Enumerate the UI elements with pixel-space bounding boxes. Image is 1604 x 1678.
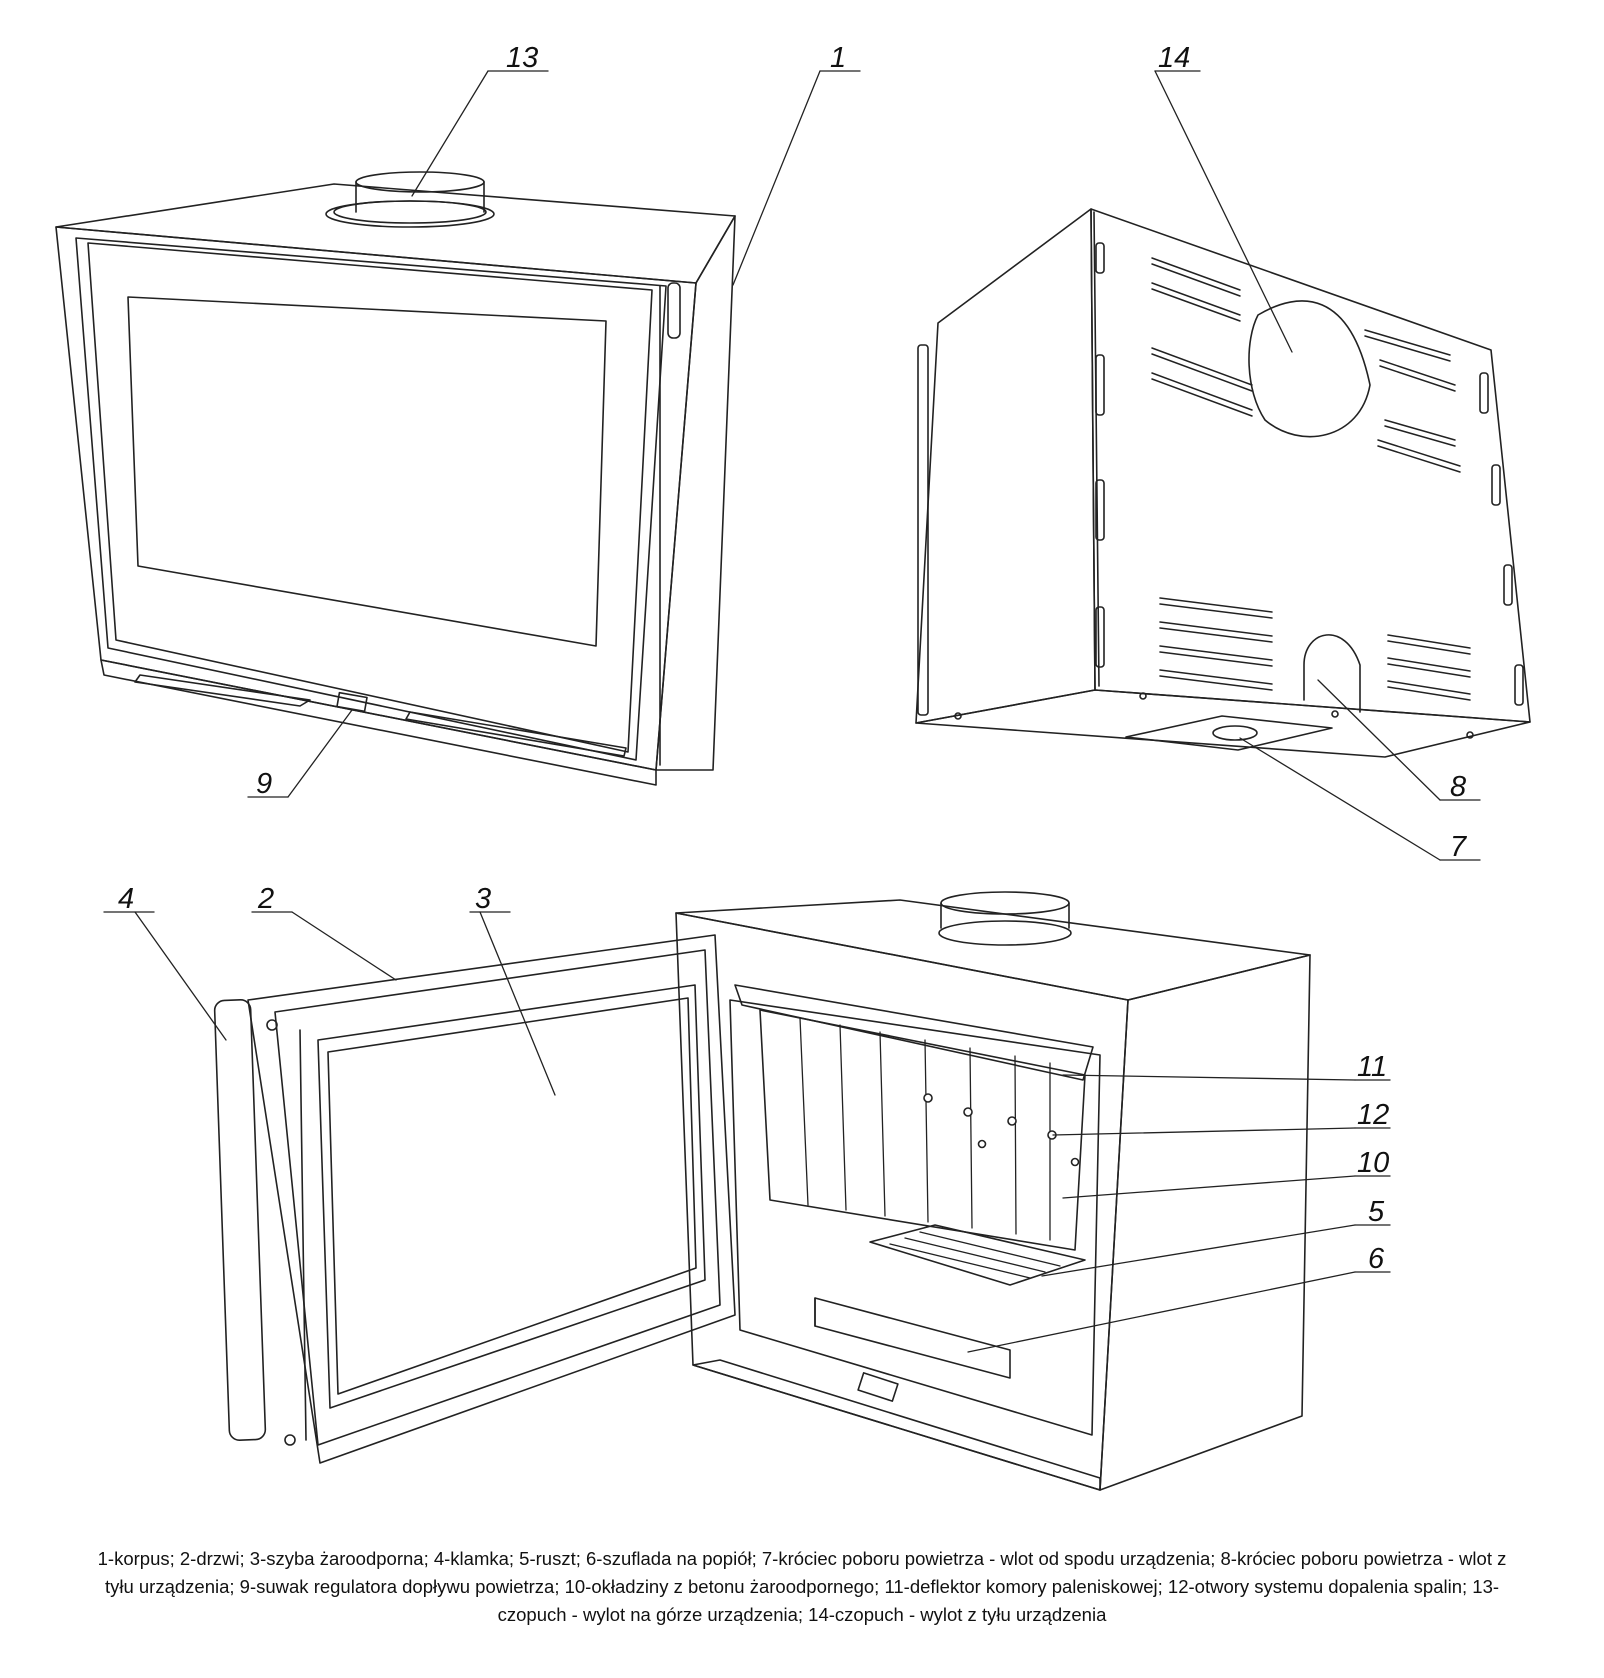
legend-line: tyłu urządzenia; 9-suwak regulatora dopł… bbox=[104, 1576, 1500, 1597]
callout-8: 8 bbox=[1450, 771, 1466, 803]
callout-numbers: 13 1 9 14 8 7 4 2 3 11 12 10 5 6 bbox=[118, 42, 1468, 1275]
callout-2: 2 bbox=[257, 883, 274, 915]
front-view-closed bbox=[55, 171, 736, 786]
rear-air-inlet bbox=[1303, 634, 1361, 713]
leader-lines bbox=[103, 70, 1481, 1353]
glass-panel-front bbox=[127, 296, 607, 647]
fireplace-insert-drawing: 13 1 9 14 8 7 4 2 3 11 12 10 5 6 bbox=[55, 42, 1531, 1491]
rear-flue-opening bbox=[1248, 300, 1371, 438]
rear-view bbox=[915, 208, 1531, 758]
front-view-open bbox=[213, 891, 1311, 1491]
concrete-liners bbox=[759, 1009, 1086, 1251]
grate bbox=[869, 1224, 1086, 1286]
deflector bbox=[734, 984, 1094, 1081]
legend-caption: 1-korpus; 2-drzwi; 3-szyba żaroodporna; … bbox=[40, 1545, 1564, 1629]
callout-4: 4 bbox=[118, 883, 134, 915]
bottom-air-inlet bbox=[1212, 725, 1258, 741]
callout-12: 12 bbox=[1357, 1099, 1389, 1131]
legend-line: 1-korpus; 2-drzwi; 3-szyba żaroodporna; … bbox=[97, 1548, 1507, 1569]
door-glass bbox=[317, 984, 706, 1409]
callout-5: 5 bbox=[1368, 1196, 1385, 1228]
air-slider bbox=[336, 691, 368, 713]
callout-10: 10 bbox=[1357, 1147, 1389, 1179]
legend-line: czopuch - wylot na górze urządzenia; 14-… bbox=[497, 1604, 1107, 1625]
ashpan bbox=[814, 1297, 1011, 1379]
callout-13: 13 bbox=[506, 42, 538, 74]
callout-14: 14 bbox=[1158, 42, 1190, 74]
callout-6: 6 bbox=[1368, 1243, 1385, 1275]
callout-3: 3 bbox=[475, 883, 491, 915]
callout-11: 11 bbox=[1357, 1051, 1387, 1083]
callout-7: 7 bbox=[1450, 831, 1468, 863]
callout-9: 9 bbox=[256, 768, 272, 800]
door-handle bbox=[213, 999, 267, 1441]
callout-1: 1 bbox=[830, 42, 846, 74]
door-frame bbox=[247, 934, 736, 1464]
